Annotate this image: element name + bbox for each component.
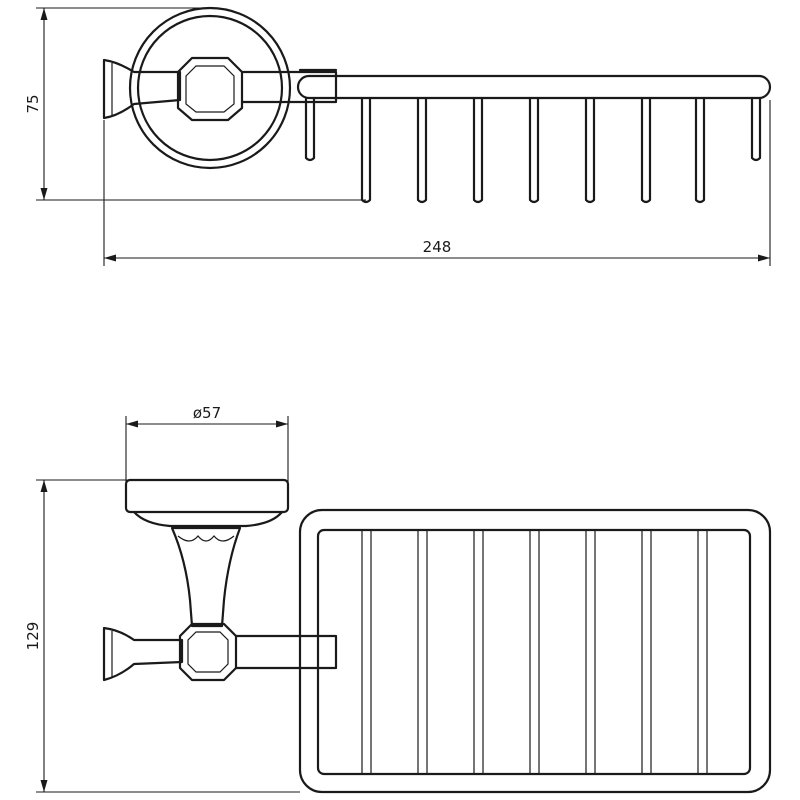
dimension-length-label: 248 (423, 238, 452, 256)
dimension-depth: 75 (24, 7, 366, 201)
front-basket-bars (361, 529, 708, 775)
top-rosette-outer (128, 6, 292, 170)
front-view: ø57 129 (24, 404, 772, 794)
top-view: 75 248 (24, 6, 772, 266)
dimension-depth-label: 75 (24, 94, 42, 113)
top-basket-rail (296, 74, 772, 100)
dimension-height: 129 (24, 479, 300, 793)
front-wall-plate (124, 478, 290, 514)
dimension-diameter-label: ø57 (193, 404, 221, 422)
front-hex-nut (178, 622, 238, 682)
top-rosette-inner (136, 14, 284, 162)
dimension-length: 248 (103, 100, 771, 266)
top-basket-tines (304, 96, 762, 204)
top-hex-nut (176, 56, 244, 122)
top-bracket-arm (102, 58, 182, 120)
front-bracket-arm (102, 626, 184, 682)
front-basket-frame-inner (316, 528, 752, 776)
front-basket-frame-outer (298, 508, 772, 794)
front-pillar (170, 526, 242, 628)
dimension-height-label: 129 (24, 622, 42, 651)
dimension-diameter: ø57 (125, 404, 289, 482)
